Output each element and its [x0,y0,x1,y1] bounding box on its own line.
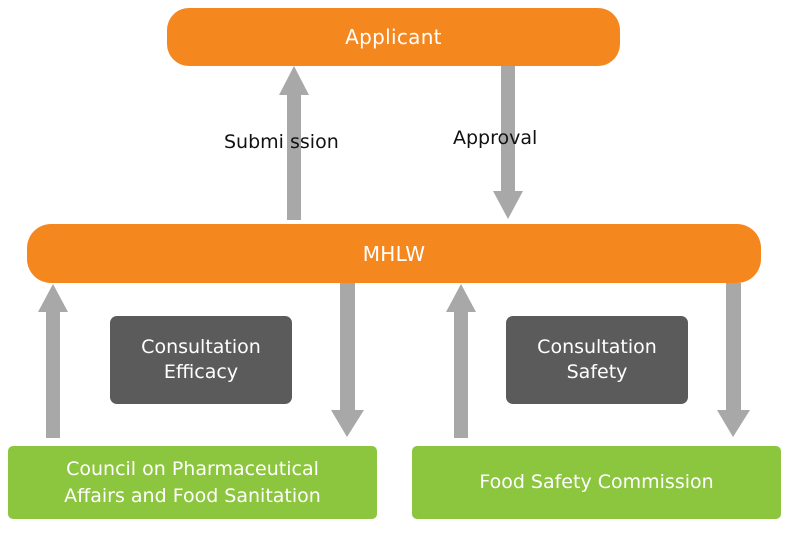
submission-arrow [279,66,309,220]
consultation-efficacy-line1: Consultation [141,336,261,359]
applicant-node: Applicant [167,8,620,66]
council-node: Council on Pharmaceutical Affairs and Fo… [8,446,377,519]
consultation-safety-line1: Consultation [537,336,657,359]
mhlw-to-council-arrow [331,283,364,437]
applicant-label: Applicant [345,25,442,49]
consultation-safety-line2: Safety [566,361,628,383]
food-safety-commission-label: Food Safety Commission [479,471,714,494]
food-safety-commission-node: Food Safety Commission [412,446,781,519]
consultation-efficacy-box: Consultation Efficacy [110,316,292,404]
approval-arrow [493,66,523,219]
council-line1: Council on Pharmaceutical [66,458,319,481]
approval-label: Approval [453,127,538,149]
food-safety-to-mhlw-arrow [446,284,476,438]
council-to-mhlw-arrow [38,284,68,438]
council-line2: Affairs and Food Sanitation [64,484,321,507]
mhlw-to-food-safety-arrow [717,283,750,437]
consultation-safety-box: Consultation Safety [506,316,688,404]
mhlw-node: MHLW [27,224,761,283]
consultation-efficacy-line2: Efficacy [163,361,239,383]
mhlw-label: MHLW [362,241,426,266]
submission-label: Submi ssion [224,131,339,153]
